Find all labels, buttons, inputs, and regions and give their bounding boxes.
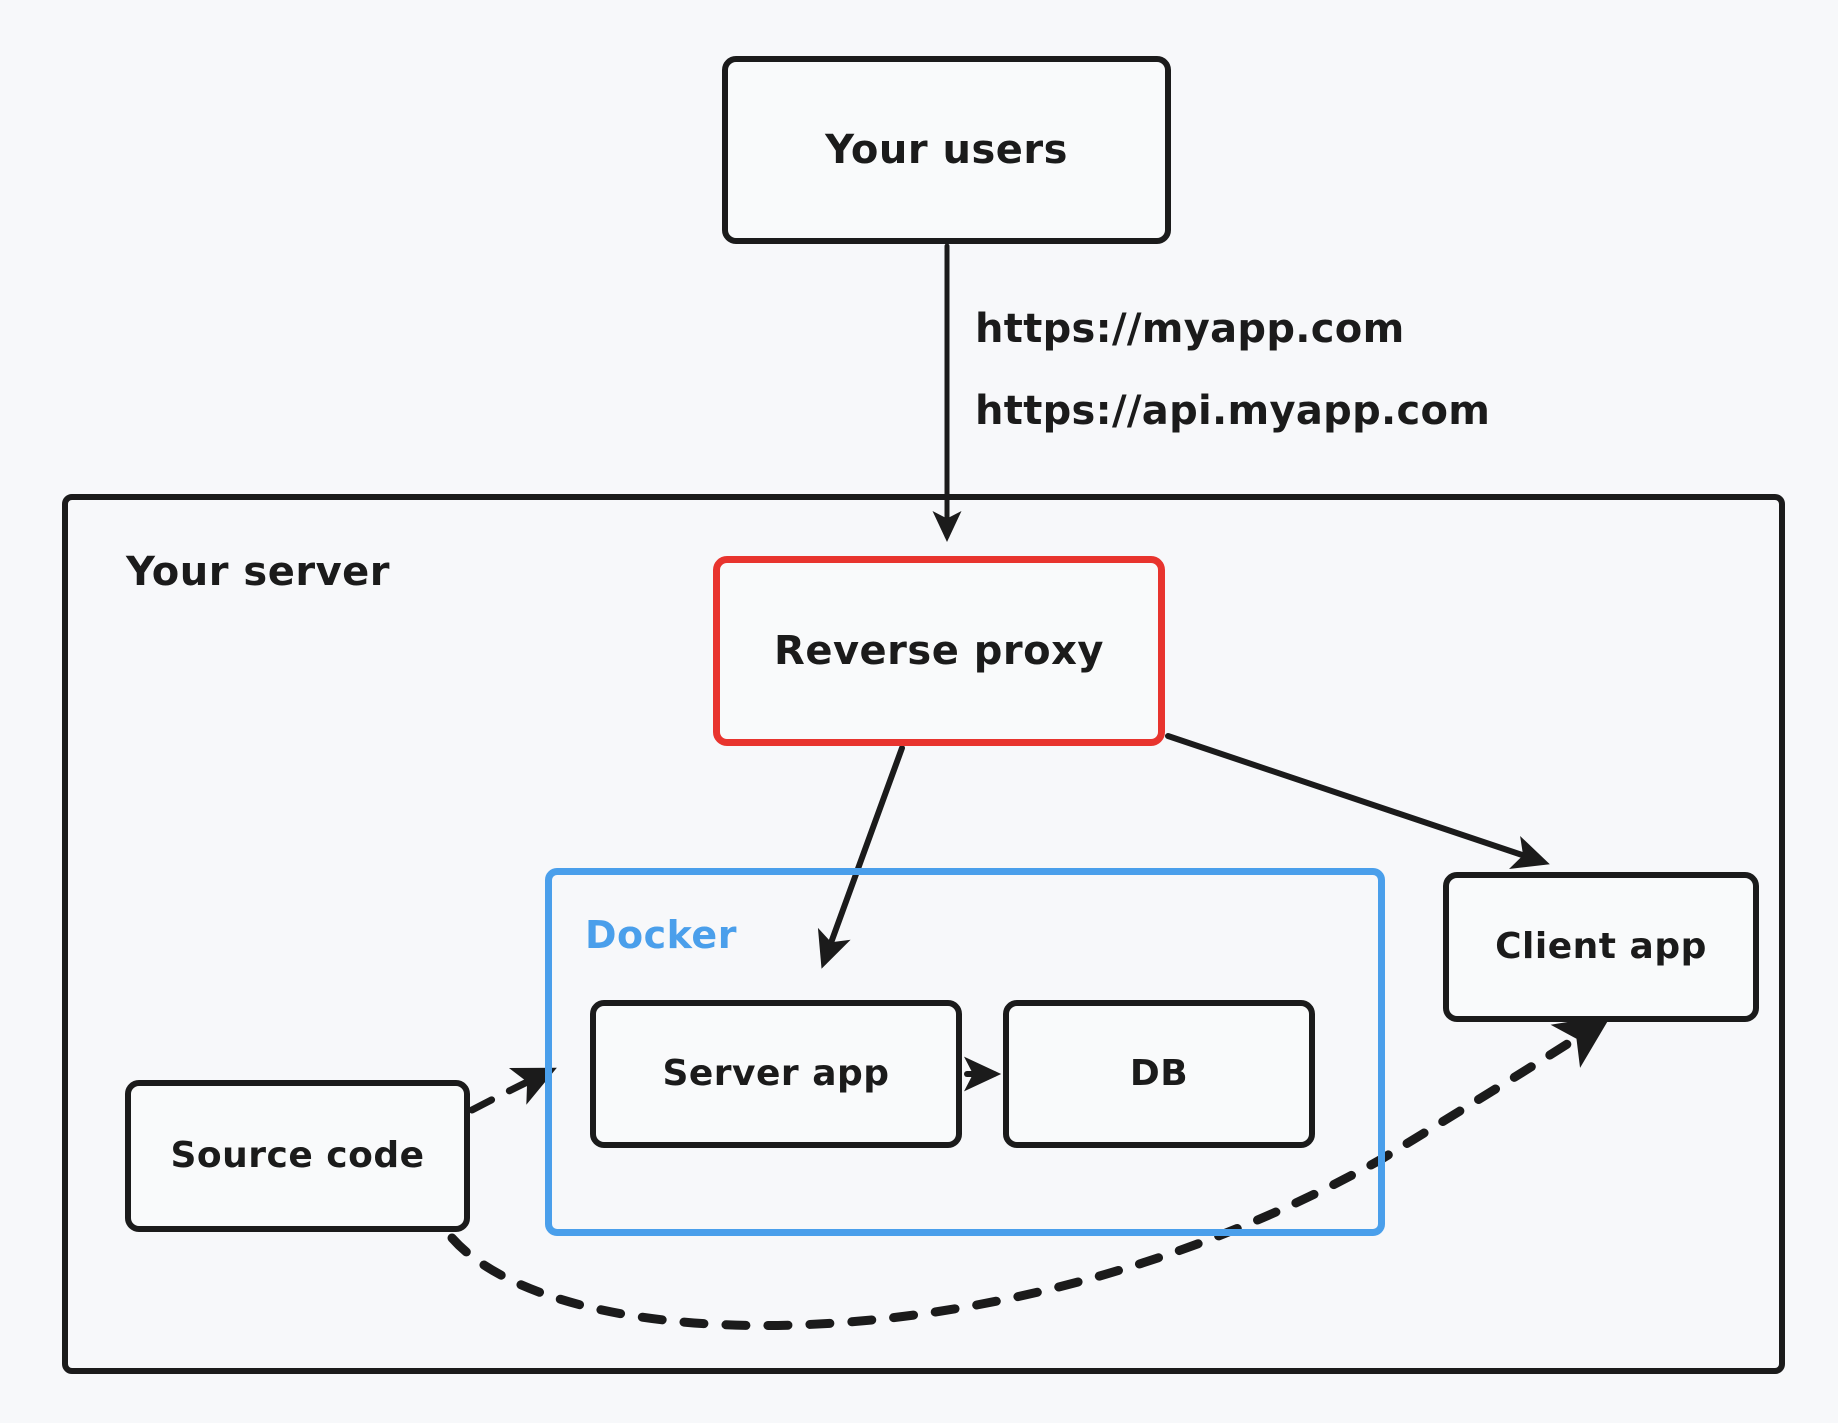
node-client-app[interactable]: Client app [1443,872,1759,1022]
edge-label-url-api: https://api.myapp.com [975,388,1491,434]
node-reverse-proxy-label: Reverse proxy [774,628,1104,674]
node-source-code-label: Source code [170,1135,425,1177]
node-db[interactable]: DB [1003,1000,1315,1148]
edge-label-url-primary: https://myapp.com [975,306,1405,352]
node-server-app-label: Server app [662,1053,890,1095]
node-server-app[interactable]: Server app [590,1000,962,1148]
node-db-label: DB [1129,1053,1189,1095]
node-client-app-label: Client app [1495,926,1707,968]
group-your-server-label: Your server [126,549,390,595]
node-your-users[interactable]: Your users [722,56,1171,244]
node-your-users-label: Your users [825,127,1068,173]
group-docker: Docker [545,868,1385,1236]
group-your-server: Your server [62,494,1785,1374]
group-docker-label: Docker [585,913,737,957]
node-reverse-proxy[interactable]: Reverse proxy [713,556,1165,746]
node-source-code[interactable]: Source code [125,1080,470,1232]
